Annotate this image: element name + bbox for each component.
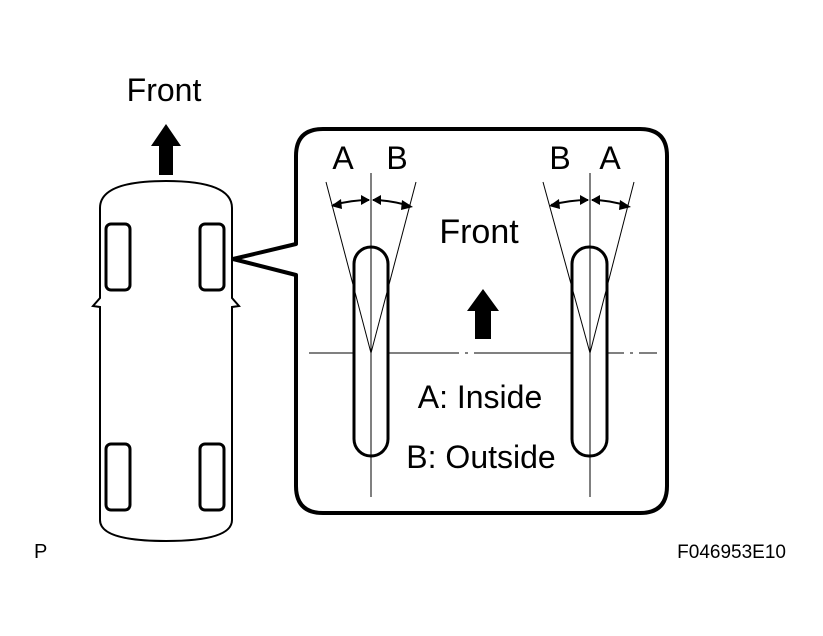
left-wheel-detail: A B: [325, 140, 417, 497]
left-arc-arrowhead-center1-icon: [361, 195, 370, 205]
left-arc-arrowhead-b-icon: [401, 200, 413, 210]
left-camber-line-b: [370, 181, 417, 354]
car-top-view: Front: [91, 72, 241, 543]
figure-id: F046953E10: [677, 542, 786, 563]
left-label-outside: B: [386, 140, 407, 176]
legend-b-outside: B: Outside: [406, 439, 555, 475]
car-front-arrow-icon: [151, 124, 181, 175]
right-label-outside: B: [549, 140, 570, 176]
right-arc-arrowhead-a-icon: [619, 200, 631, 210]
inset-front-arrow-icon: [467, 289, 499, 339]
car-front-label: Front: [127, 72, 202, 108]
left-camber-line-a: [325, 181, 372, 354]
left-label-inside: A: [332, 140, 354, 176]
right-arc-arrowhead-center2-icon: [591, 195, 600, 205]
right-arc-arrowhead-b-icon: [549, 199, 560, 209]
inset-front-label: Front: [439, 213, 519, 251]
legend-a-inside: A: Inside: [418, 379, 543, 415]
car-wheel-rear-right: [198, 442, 226, 512]
car-wheel-rear-left: [104, 442, 132, 512]
corner-mark: P: [34, 541, 47, 563]
car-wheel-front-left: [104, 222, 132, 292]
left-arc-arrowhead-a-icon: [331, 199, 342, 209]
right-wheel-detail: B A: [542, 140, 635, 497]
callout-inset: A B B A Front A: Inside B: Outside: [231, 127, 669, 515]
callout-box: [231, 127, 669, 515]
right-label-inside: A: [599, 140, 621, 176]
car-wheel-front-right: [198, 222, 226, 292]
right-camber-line-b: [542, 181, 591, 354]
left-arc-arrowhead-center2-icon: [372, 195, 381, 205]
right-camber-line-a: [589, 181, 635, 354]
right-arc-arrowhead-center1-icon: [580, 195, 589, 205]
